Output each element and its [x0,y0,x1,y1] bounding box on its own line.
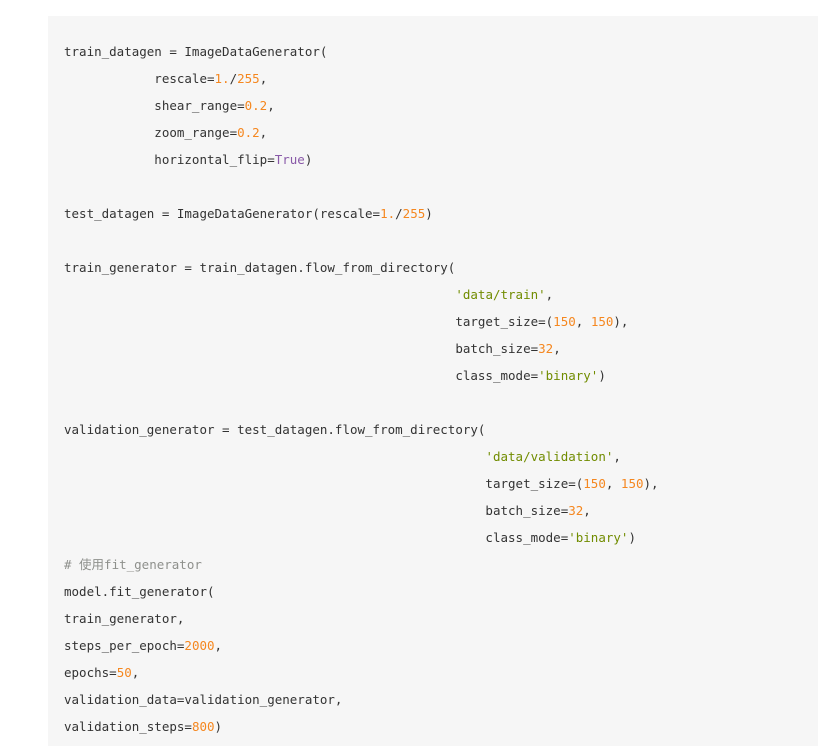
code-text: , [545,287,554,302]
code-text: ), [643,476,659,491]
code-line: horizontal_flip=True) [64,146,818,173]
code-text: , [259,71,268,86]
code-line: epochs=50, [64,659,818,686]
code-text: steps_per_epoch= [64,638,185,653]
code-line: # 使用fit_generator [64,551,818,578]
number-literal: 2000 [184,638,215,653]
number-literal: 1. [214,71,230,86]
code-line: batch_size=32, [64,497,818,524]
code-line: 'data/validation', [64,443,818,470]
code-text: zoom_range= [64,125,238,140]
code-line: model.fit_generator( [64,578,818,605]
code-text: target_size=( [64,476,584,491]
number-literal: 32 [568,503,584,518]
code-line: 'data/train', [64,281,818,308]
code-text: class_mode= [64,530,569,545]
code-text: ), [613,314,629,329]
string-literal: 'binary' [568,530,629,545]
code-line [64,173,818,200]
code-line: validation_data=validation_generator, [64,686,818,713]
code-text: , [605,476,621,491]
code-text: , [214,638,223,653]
number-literal: 32 [538,341,554,356]
code-text [64,449,485,464]
number-literal: 50 [116,665,132,680]
code-text: horizontal_flip= [64,152,275,167]
code-line [64,389,818,416]
code-block: train_datagen = ImageDataGenerator( resc… [48,16,818,746]
code-text: epochs= [64,665,117,680]
code-text: , [553,341,561,356]
code-text: , [575,314,591,329]
code-line: test_datagen = ImageDataGenerator(rescal… [64,200,818,227]
code-text: validation_steps= [64,719,192,734]
code-text: model.fit_generator( [64,584,215,599]
string-literal: 'binary' [538,368,599,383]
code-text: target_size=( [64,314,554,329]
code-text: , [131,665,140,680]
number-literal: 150 [620,476,644,491]
code-text: , [267,98,275,113]
code-line: train_datagen = ImageDataGenerator( [64,38,818,65]
code-text: ) [598,368,606,383]
number-literal: 800 [191,719,215,734]
code-line: target_size=(150, 150), [64,470,818,497]
code-line: train_generator, [64,605,818,632]
code-text: validation_generator = test_datagen.flow… [64,422,486,437]
number-literal: 255 [402,206,426,221]
code-line: validation_steps=800) [64,713,818,740]
code-text: train_generator, [64,611,185,626]
string-literal: 'data/train' [455,287,546,302]
code-text: / [395,206,403,221]
code-text: ) [425,206,433,221]
number-literal: 150 [583,476,606,491]
code-line: batch_size=32, [64,335,818,362]
code-text: train_datagen = ImageDataGenerator( [64,44,328,59]
code-line: validation_generator = test_datagen.flow… [64,416,818,443]
number-literal: 150 [590,314,614,329]
code-text: validation_data=validation_generator, [64,692,343,707]
code-line: zoom_range=0.2, [64,119,818,146]
code-line: class_mode='binary') [64,524,818,551]
code-line: class_mode='binary') [64,362,818,389]
code-text: ) [628,530,636,545]
number-literal: 0.2 [244,98,268,113]
code-line [64,227,818,254]
code-text: , [613,449,621,464]
code-text: shear_range= [64,98,245,113]
code-text: train_generator = train_datagen.flow_fro… [64,260,456,275]
code-text: batch_size= [64,341,539,356]
code-content[interactable]: train_datagen = ImageDataGenerator( resc… [48,16,818,740]
code-line: target_size=(150, 150), [64,308,818,335]
number-literal: 255 [237,71,260,86]
number-literal: 1. [380,206,396,221]
code-text: / [229,71,238,86]
code-text: batch_size= [64,503,569,518]
code-text: ) [214,719,223,734]
code-line: steps_per_epoch=2000, [64,632,818,659]
number-literal: 0.2 [237,125,260,140]
code-line: rescale=1./255, [64,65,818,92]
code-text: , [583,503,591,518]
comment: # 使用fit_generator [64,557,202,572]
code-text: rescale= [64,71,215,86]
number-literal: 150 [553,314,576,329]
string-literal: 'data/validation' [485,449,614,464]
code-line: shear_range=0.2, [64,92,818,119]
keyword: True [274,152,305,167]
code-text: class_mode= [64,368,539,383]
code-text: ) [304,152,313,167]
code-text [64,287,455,302]
code-text: , [259,125,268,140]
code-line: train_generator = train_datagen.flow_fro… [64,254,818,281]
code-text: test_datagen = ImageDataGenerator(rescal… [64,206,381,221]
